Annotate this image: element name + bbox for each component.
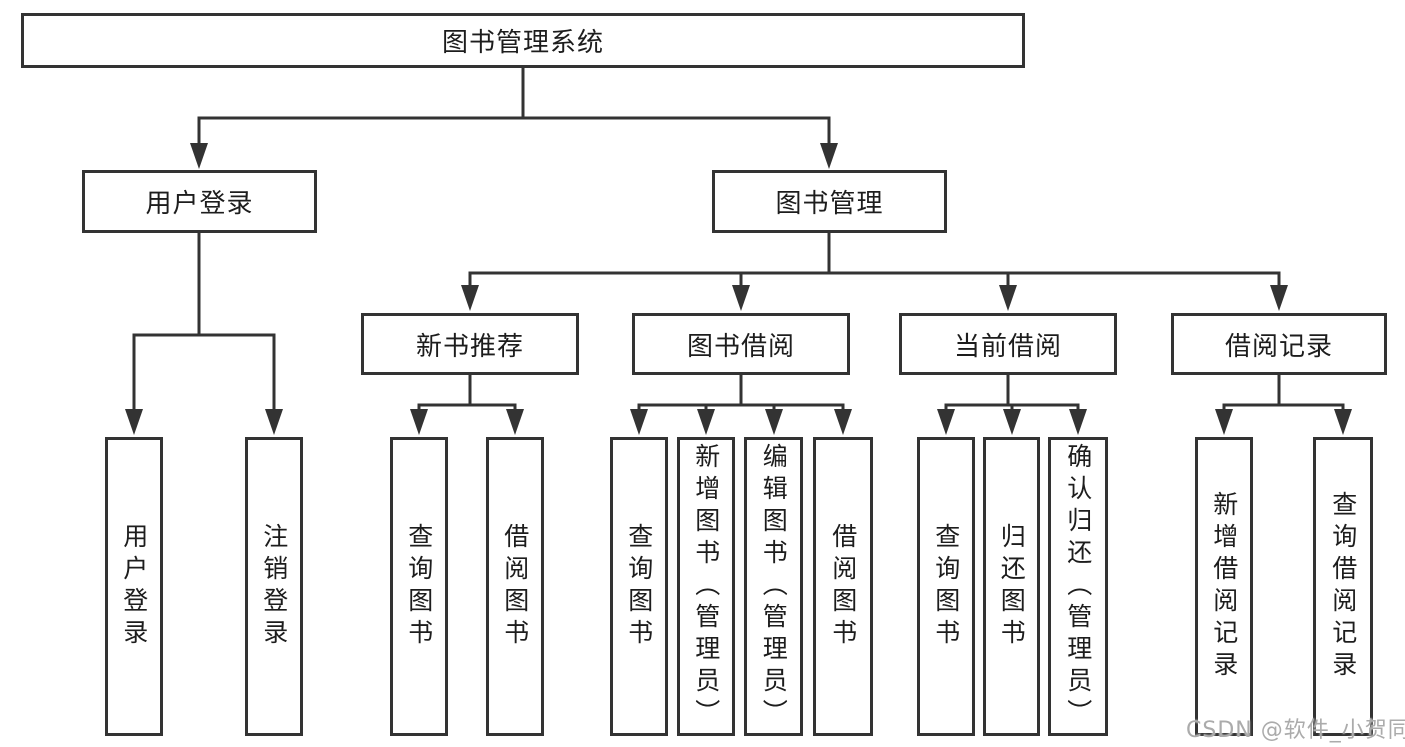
leaf-query-books-current: 查询图书 xyxy=(917,437,975,736)
arrow-down-icon xyxy=(125,409,143,435)
node-label: 新书推荐 xyxy=(415,331,524,362)
leaf-add-borrow-record: 新增借阅记录 xyxy=(1195,437,1253,736)
arrow-down-icon xyxy=(506,409,524,435)
arrow-down-icon xyxy=(1069,409,1087,435)
node-book-borrow: 图书借阅 xyxy=(632,313,850,375)
node-label: 用户登录 xyxy=(145,189,254,219)
leaf-confirm-return-admin: 确认归还（管理员） xyxy=(1048,437,1108,736)
node-label: 归还图书 xyxy=(997,522,1027,651)
node-label: 编辑图书（管理员） xyxy=(759,442,789,731)
arrow-down-icon xyxy=(1215,409,1233,435)
arrow-down-icon xyxy=(265,409,283,435)
node-borrow-records: 借阅记录 xyxy=(1171,313,1387,375)
edge-bookmgmt-to-level3 xyxy=(468,231,1281,289)
node-label: 图书管理系统 xyxy=(441,28,604,58)
node-label: 图书管理 xyxy=(775,189,884,219)
arrow-down-icon xyxy=(190,143,208,169)
arrow-down-icon xyxy=(410,409,428,435)
node-label: 当前借阅 xyxy=(953,331,1062,362)
node-label: 新增借阅记录 xyxy=(1209,490,1239,683)
leaf-borrow-books: 借阅图书 xyxy=(813,437,873,736)
node-user-login: 用户登录 xyxy=(82,170,317,233)
leaf-logout: 注销登录 xyxy=(245,437,303,736)
edge-borrowrecords-to-children xyxy=(1222,373,1345,413)
edge-userlogin-to-children xyxy=(132,231,276,413)
arrow-down-icon xyxy=(697,409,715,435)
node-label: 图书借阅 xyxy=(686,331,795,362)
node-label: 查询借阅记录 xyxy=(1328,490,1358,683)
node-label: 借阅图书 xyxy=(500,522,530,651)
leaf-query-books-borrow: 查询图书 xyxy=(610,437,668,736)
node-label: 确认归还（管理员） xyxy=(1063,442,1093,731)
leaf-return-book: 归还图书 xyxy=(983,437,1040,736)
arrow-down-icon xyxy=(1334,409,1352,435)
node-label: 新增图书（管理员） xyxy=(691,442,721,731)
node-book-management: 图书管理 xyxy=(712,170,947,233)
node-new-book-recommend: 新书推荐 xyxy=(361,313,579,375)
arrow-down-icon xyxy=(1270,285,1288,311)
node-label: 注销登录 xyxy=(259,522,289,651)
node-current-borrow: 当前借阅 xyxy=(899,313,1117,375)
node-label: 查询图书 xyxy=(404,522,434,651)
arrow-down-icon xyxy=(765,409,783,435)
arrow-down-icon xyxy=(937,409,955,435)
leaf-edit-book-admin: 编辑图书（管理员） xyxy=(744,437,803,736)
node-label: 查询图书 xyxy=(931,522,961,651)
arrow-down-icon xyxy=(630,409,648,435)
leaf-user-login: 用户登录 xyxy=(105,437,163,736)
node-root-system: 图书管理系统 xyxy=(21,13,1025,68)
node-label: 借阅图书 xyxy=(828,522,858,651)
edge-bookborrow-to-children xyxy=(637,373,845,413)
leaf-query-books-recommend: 查询图书 xyxy=(390,437,448,736)
csdn-watermark: CSDN @软件_小贺同学 xyxy=(1186,718,1405,743)
arrow-down-icon xyxy=(1003,409,1021,435)
leaf-borrow-books-recommend: 借阅图书 xyxy=(486,437,544,736)
leaf-add-book-admin: 新增图书（管理员） xyxy=(677,437,735,736)
node-label: 用户登录 xyxy=(119,522,149,651)
edge-newbooks-to-children xyxy=(417,373,517,413)
arrow-down-icon xyxy=(461,285,479,311)
arrow-down-icon xyxy=(999,285,1017,311)
arrow-down-icon xyxy=(820,143,838,169)
node-label: 借阅记录 xyxy=(1224,331,1333,362)
edge-currentborrow-to-children xyxy=(944,373,1080,413)
edge-root-to-level2 xyxy=(197,66,831,147)
arrow-down-icon xyxy=(834,409,852,435)
leaf-query-borrow-record: 查询借阅记录 xyxy=(1313,437,1373,736)
arrow-down-icon xyxy=(732,285,750,311)
node-label: 查询图书 xyxy=(624,522,654,651)
